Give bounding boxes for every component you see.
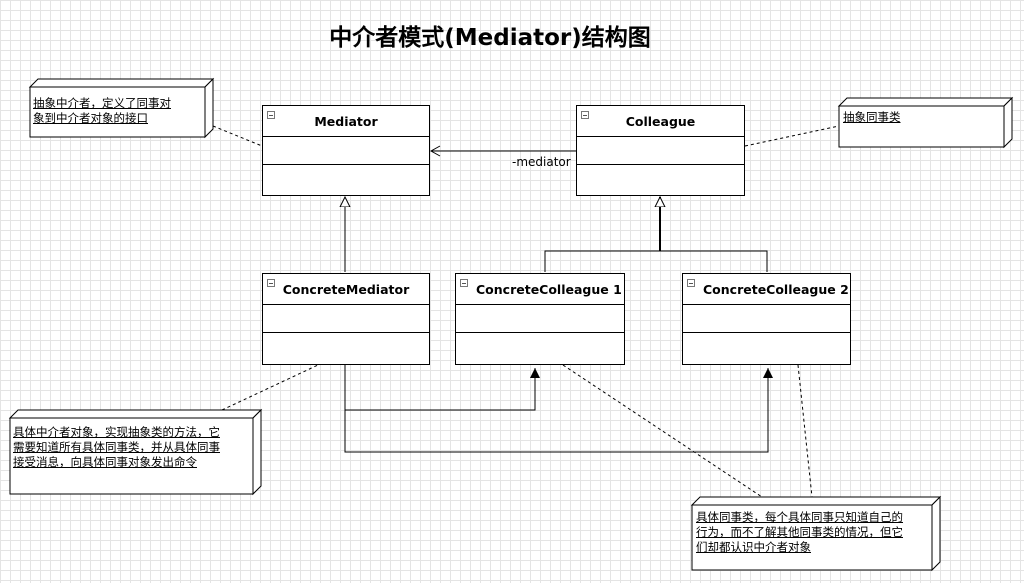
operations-section [263, 333, 429, 360]
collapse-icon[interactable] [581, 111, 589, 119]
class-concrete-colleague-2[interactable]: ConcreteColleague 2 [682, 273, 851, 365]
class-concrete-colleague-1[interactable]: ConcreteColleague 1 [455, 273, 625, 365]
note-box-concrete-mediator [8, 408, 263, 496]
note-line: 接受消息，向具体同事对象发出命令 [13, 455, 197, 469]
note-concrete-mediator: 具体中介者对象，实现抽象类的方法，它 需要知道所有具体同事类，并从具体同事 接受… [13, 425, 251, 470]
note-box-mediator [28, 77, 215, 139]
note-link-concrete-colleague-1 [562, 364, 763, 498]
note-colleague: 抽象同事类 [843, 110, 998, 125]
collapse-icon[interactable] [267, 111, 275, 119]
note-link-concrete-colleague-2 [797, 364, 813, 498]
diagram-title: 中介者模式(Mediator)结构图 [329, 25, 651, 51]
mediator-to-colleague-1-arrow [344, 365, 540, 411]
note-box-colleague [837, 96, 1014, 149]
association-label: -mediator [512, 155, 571, 169]
note-line: 需要知道所有具体同事类，并从具体同事 [13, 440, 220, 454]
attributes-section [456, 305, 624, 333]
operations-section [263, 165, 429, 192]
class-name: ConcreteColleague 1 [476, 281, 622, 297]
note-link-colleague [744, 125, 840, 147]
generalization-colleague-branch [544, 250, 768, 272]
note-line: 们却都认识中介者对象 [696, 540, 811, 554]
collapse-icon[interactable] [687, 279, 695, 287]
collapse-icon[interactable] [460, 279, 468, 287]
attributes-section [263, 305, 429, 333]
note-link-concrete-mediator [221, 364, 319, 411]
mediator-to-colleague-2-arrow [344, 368, 773, 453]
class-mediator[interactable]: Mediator [262, 105, 430, 196]
operations-section [577, 165, 744, 192]
note-line: 行为，而不了解其他同事类的情况，但它 [696, 525, 903, 539]
attributes-section [577, 137, 744, 165]
operations-section [456, 333, 624, 360]
class-concrete-mediator[interactable]: ConcreteMediator [262, 273, 430, 365]
class-name: Colleague [625, 113, 696, 129]
note-concrete-colleague: 具体同事类，每个具体同事只知道自己的 行为，而不了解其他同事类的情况，但它 们却… [696, 510, 930, 555]
note-line: 抽象同事类 [843, 110, 901, 124]
attributes-section [683, 305, 850, 333]
operations-section [683, 333, 850, 360]
note-link-mediator [212, 125, 263, 147]
note-line: 抽象中介者，定义了同事对 [33, 96, 171, 110]
note-line: 具体中介者对象，实现抽象类的方法，它 [13, 425, 220, 439]
collapse-icon[interactable] [267, 279, 275, 287]
note-line: 具体同事类，每个具体同事只知道自己的 [696, 510, 903, 524]
class-colleague[interactable]: Colleague [576, 105, 745, 196]
note-box-concrete-colleague [690, 495, 942, 572]
class-name: Mediator [314, 113, 378, 129]
attributes-section [263, 137, 429, 165]
class-name: ConcreteMediator [282, 281, 410, 297]
note-line: 象到中介者对象的接口 [33, 111, 148, 125]
class-name: ConcreteColleague 2 [703, 281, 849, 297]
note-mediator: 抽象中介者，定义了同事对 象到中介者对象的接口 [33, 96, 203, 126]
